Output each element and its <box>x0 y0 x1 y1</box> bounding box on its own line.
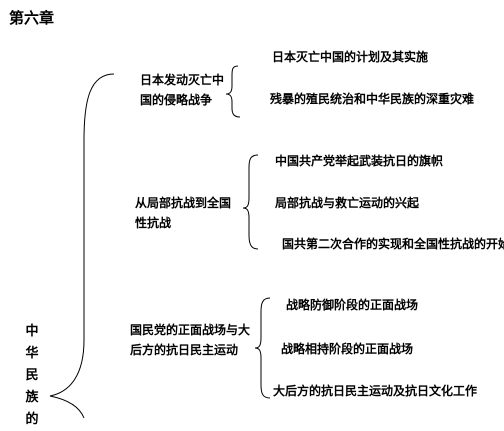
group-2-brace <box>242 154 259 250</box>
root-char: 族 <box>25 390 39 405</box>
group-title-line: 国的侵略战争 <box>140 93 213 107</box>
root-char: 华 <box>25 346 39 361</box>
group-title-line: 后方的抗日民主运动 <box>130 343 239 357</box>
root-char: 民 <box>25 368 39 383</box>
group-2-item-3: 国共第二次合作的实现和全国性抗战的开始 <box>282 237 504 251</box>
group-1-item-1: 日本灭亡中国的计划及其实施 <box>272 50 429 64</box>
group-3-item-1: 战略防御阶段的正面战场 <box>286 298 419 312</box>
root-char: 的 <box>25 412 39 427</box>
group-2-title: 从局部抗战到全国 性抗战 <box>135 193 231 233</box>
chapter-title: 第六章 <box>9 9 55 27</box>
group-title-line: 性抗战 <box>135 216 172 230</box>
group-3-item-2: 战略相持阶段的正面战场 <box>281 342 414 356</box>
group-3-title: 国民党的正面战场与大 后方的抗日民主运动 <box>130 320 250 360</box>
group-3-item-3: 大后方的抗日民主运动及抗日文化工作 <box>273 384 478 398</box>
group-title-line: 国民党的正面战场与大 <box>130 323 251 337</box>
root-brace <box>49 73 115 419</box>
group-title-line: 从局部抗战到全国 <box>135 196 232 210</box>
root-label: 中 华 民 族 的 <box>25 321 39 431</box>
group-2-item-1: 中国共产党举起武装抗日的旗帜 <box>275 154 444 168</box>
group-2-item-2: 局部抗战与救亡运动的兴起 <box>275 196 420 210</box>
group-title-line: 日本发动灭亡中 <box>140 73 225 87</box>
group-1-brace <box>225 65 241 118</box>
group-3-brace <box>254 297 271 399</box>
group-1-item-2: 残暴的殖民统治和中华民族的深重灾难 <box>270 92 475 106</box>
root-char: 中 <box>25 324 39 339</box>
group-1-title: 日本发动灭亡中 国的侵略战争 <box>140 70 224 110</box>
